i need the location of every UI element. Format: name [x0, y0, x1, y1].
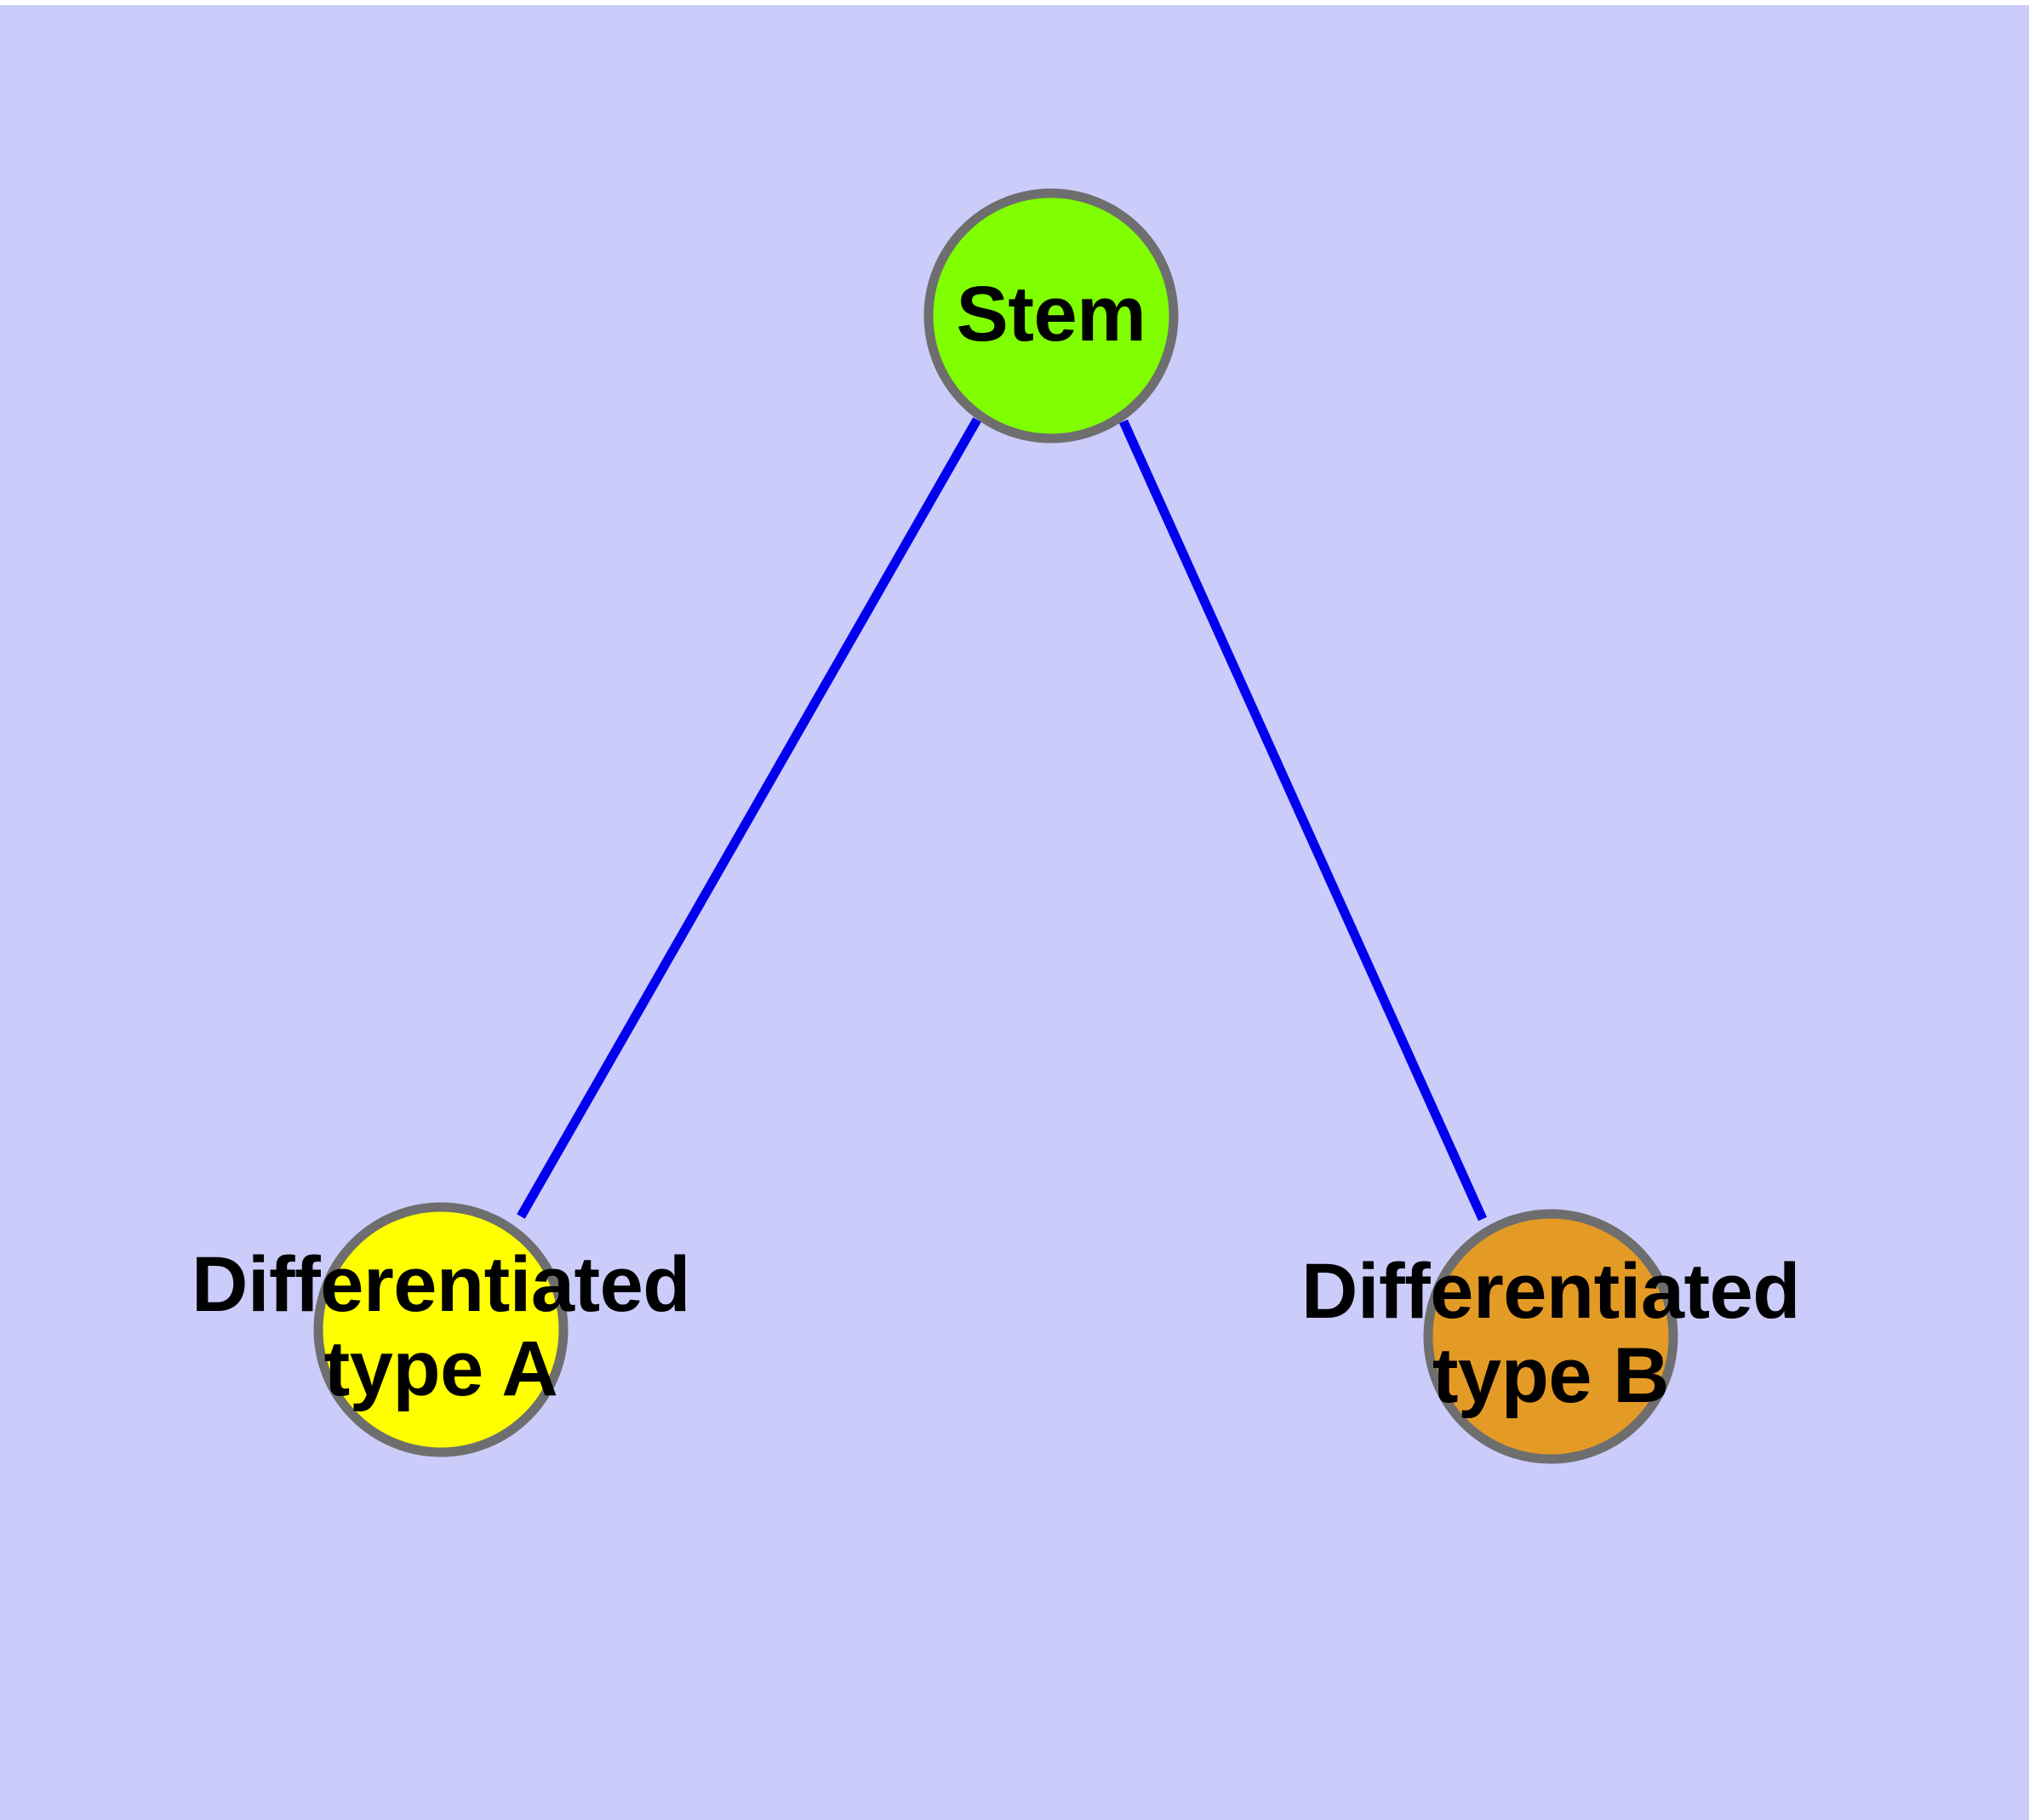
node-layer — [313, 188, 1678, 1464]
top-white-strip — [0, 0, 2029, 5]
node-circle-stem[interactable] — [923, 188, 1179, 444]
edge-stem-to-diff-b — [1118, 419, 1488, 1222]
node-circle-diff-a[interactable] — [313, 1202, 569, 1457]
edge-stem-to-diff-a — [517, 417, 981, 1219]
node-circle-diff-b[interactable] — [1423, 1209, 1678, 1464]
edge-layer — [517, 417, 1488, 1222]
